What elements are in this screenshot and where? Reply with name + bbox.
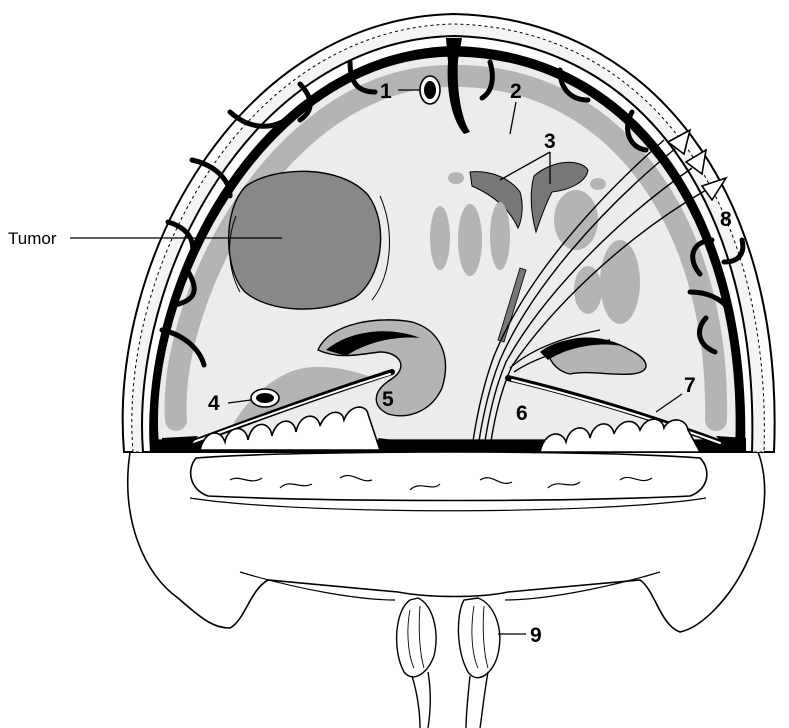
- tumor-mass: [229, 171, 381, 309]
- label-4: 4: [208, 392, 220, 415]
- label-7: 7: [684, 374, 696, 397]
- label-2: 2: [510, 80, 522, 103]
- label-8: 8: [720, 208, 732, 231]
- vessel-1: [420, 76, 440, 104]
- vessel-4: [251, 389, 279, 407]
- optic-nerves: [412, 672, 488, 728]
- label-5: 5: [382, 388, 394, 411]
- label-6: 6: [516, 402, 528, 425]
- label-1: 1: [380, 80, 392, 103]
- skull-base-plate: [191, 452, 707, 501]
- label-tumor: Tumor: [8, 229, 57, 248]
- label-3: 3: [544, 130, 556, 153]
- optic-structures: [397, 598, 500, 678]
- label-9: 9: [530, 624, 542, 647]
